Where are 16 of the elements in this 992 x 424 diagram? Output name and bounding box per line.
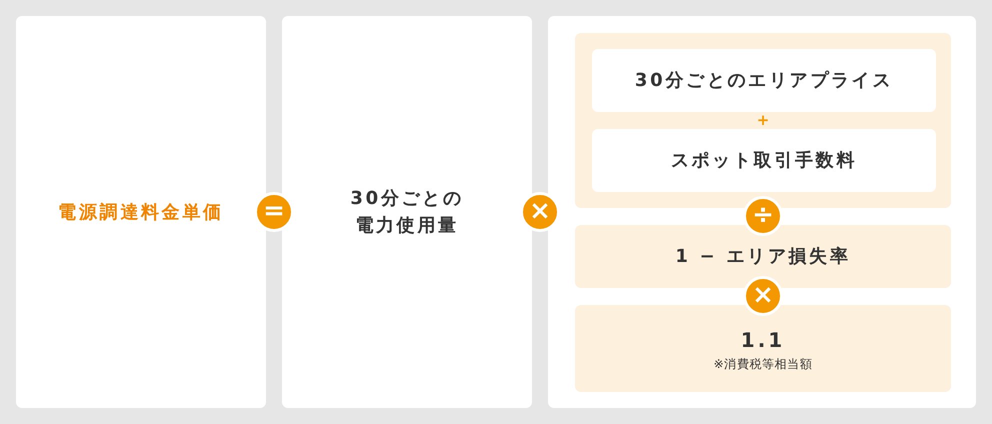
- term-card: [575, 225, 951, 288]
- grouped-term-panel: [575, 33, 951, 208]
- formula-card: [16, 16, 266, 408]
- term-text: スポット取引手数料: [670, 149, 858, 173]
- result-term-text: 電源調達料金単価: [58, 200, 224, 224]
- term-card: [592, 49, 936, 112]
- formula-card: [282, 16, 532, 408]
- term-text: 30分ごとのエリアプライス: [634, 69, 894, 93]
- footnote-text: ※消費税等相当額: [714, 356, 812, 372]
- term-card: [575, 305, 951, 392]
- term-card: [592, 129, 936, 192]
- formula-panel: [548, 16, 976, 408]
- term-text: 1 − エリア損失率: [675, 245, 851, 269]
- term-value: 1.1: [740, 326, 786, 354]
- plus-sign: +: [756, 111, 770, 129]
- term-text: 30分ごとの電力使用量: [349, 187, 465, 238]
